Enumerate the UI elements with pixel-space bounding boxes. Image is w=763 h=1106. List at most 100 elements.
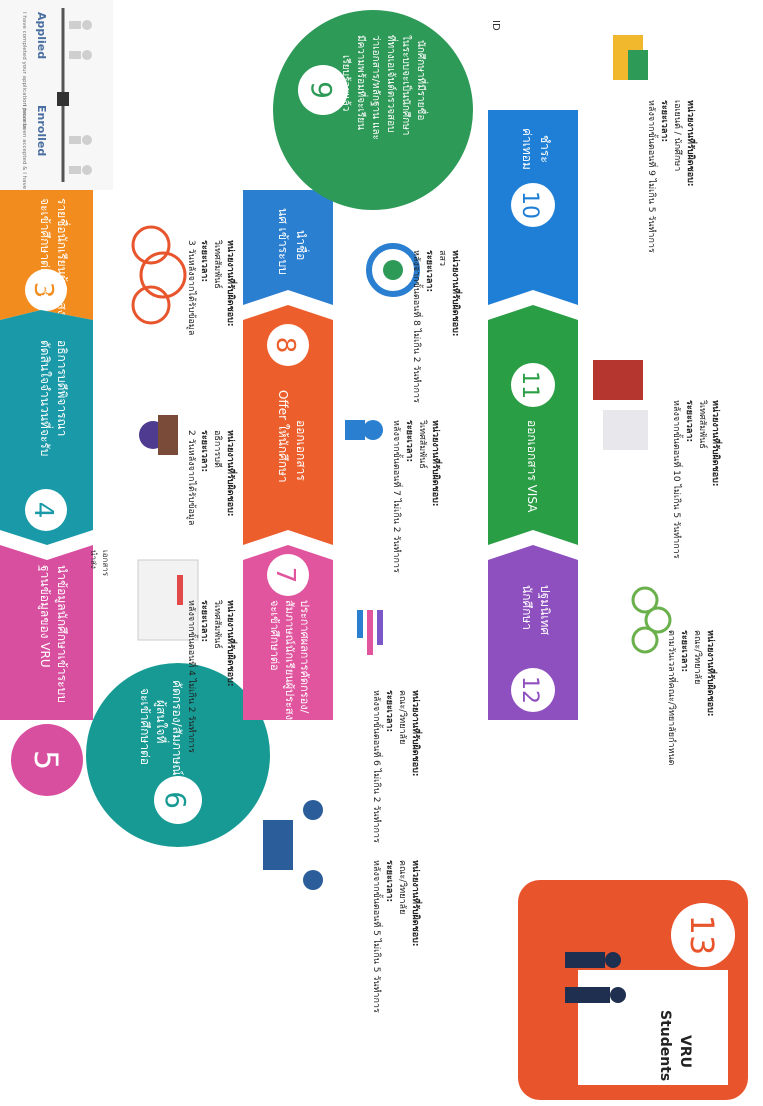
progress-legend: Applied I have completed your applicatio…	[0, 0, 113, 242]
step-9-info: หน่วยงานที่รับผิดชอบ: สสว ระยะเวลา: หลัง…	[411, 250, 463, 403]
step-3-info: หน่วยงานที่รับผิดชอบ: วิเทศสัมพันธ์ ระยะ…	[186, 240, 238, 335]
svg-text:ระยะเวลา:: ระยะเวลา:	[404, 420, 414, 462]
step-10-icon	[613, 35, 648, 80]
svg-text:หน่วยงานที่รับผิดชอบ:: หน่วยงานที่รับผิดชอบ:	[430, 420, 443, 506]
step-4-title-line2: ตัดสินใจจำนวนที่จะรับ	[38, 340, 54, 456]
step-5: นำข้อมูลนักศึกษาเข้าระบบ ฐานข้อมูลของ VR…	[0, 545, 93, 720]
step-9-circle-line5: มีความพร้อมที่จะเรียน	[355, 35, 369, 130]
svg-text:คณะ/วิทยาลัย: คณะ/วิทยาลัย	[692, 630, 703, 684]
step-9-title-line2: นศ เข้าระบบ	[276, 208, 290, 275]
step-10-info: หน่วยงานที่รับผิดชอบ: เอเยนต์ / นักศึกษา…	[646, 100, 698, 253]
applied-desc: I have completed your application proces…	[21, 12, 27, 129]
svg-text:วิเทศสัมพันธ์: วิเทศสัมพันธ์	[417, 420, 429, 469]
svg-text:สสว: สสว	[437, 250, 447, 266]
step-8: 8 ออกเอกสาร Offer ให้นักศึกษา	[243, 305, 333, 545]
step-9-circle-line2: ในระบบจะเป็นนักศึกษา	[400, 35, 414, 136]
step-8-number: 8	[270, 337, 300, 354]
svg-text:หลังจากขั้นตอนที่ 10 ไม่เกิน: หลังจากขั้นตอนที่ 10 ไม่เกิน 5 วันทำการ	[671, 400, 684, 559]
step-12-title-line2: นักศึกษา	[520, 585, 534, 630]
step-5-number: 5	[27, 750, 65, 770]
step-12-title-line1: ปฐมนิเทศ	[538, 585, 552, 635]
students-illustration	[565, 952, 626, 1003]
step-8-title-line2: Offer ให้นักศึกษา	[276, 390, 290, 483]
svg-text:ระยะเวลา:: ระยะเวลา:	[199, 600, 209, 642]
step-6-title-line1: คัดกรอง/สัมภาษณ์	[170, 680, 184, 776]
svg-text:คณะ/วิทยาลัย: คณะ/วิทยาลัย	[397, 690, 408, 744]
step-11-icon	[593, 360, 648, 450]
svg-text:หลังจากขั้นตอนที่ 5 ไม่เกิน 5: หลังจากขั้นตอนที่ 5 ไม่เกิน 5 วันทำการ	[371, 860, 384, 1013]
step-3: 3 รายชื่อนักเรียนผู้ประสงค์ จะเข้าศึกษาต…	[0, 190, 93, 324]
connector-label-top: เอกสาร	[101, 550, 110, 577]
svg-text:หน่วยงานที่รับผิดชอบ:: หน่วยงานที่รับผิดชอบ:	[450, 250, 463, 336]
step-4-info: หน่วยงานที่รับผิดชอบ: อธิการบดี ระยะเวลา…	[186, 430, 238, 525]
svg-text:หน่วยงานที่รับผิดชอบ:: หน่วยงานที่รับผิดชอบ:	[225, 430, 238, 516]
svg-text:ระยะเวลา:: ระยะเวลา:	[199, 240, 209, 282]
step-3-icon	[131, 225, 187, 325]
svg-text:หลังจากขั้นตอนที่ 7 ไม่เกิน 2: หลังจากขั้นตอนที่ 7 ไม่เกิน 2 วันทำการ	[391, 420, 404, 573]
step-9-number: 9	[305, 81, 338, 99]
svg-text:หน่วยงานที่รับผิดชอบ:: หน่วยงานที่รับผิดชอบ:	[410, 860, 423, 946]
svg-text:ระยะเวลา:: ระยะเวลา:	[384, 860, 394, 902]
svg-text:วิเทศสัมพันธ์: วิเทศสัมพันธ์	[212, 240, 224, 289]
step-8-title-line1: ออกเอกสาร	[294, 420, 308, 481]
svg-text:2 วันหลังจากได้รับข้อมูล: 2 วันหลังจากได้รับข้อมูล	[186, 430, 197, 525]
step-4-number: 4	[28, 502, 58, 519]
step-5-icon	[137, 559, 199, 641]
svg-text:ระยะเวลา:: ระยะเวลา:	[659, 100, 669, 142]
step-11-info: หน่วยงานที่รับผิดชอบ: วิเทศสัมพันธ์ ระยะ…	[671, 400, 723, 559]
step-6-info: หน่วยงานที่รับผิดชอบ: คณะ/วิทยาลัย ระยะเ…	[371, 860, 423, 1013]
svg-text:ระยะเวลา:: ระยะเวลา:	[384, 690, 394, 732]
step-9: นำชื่อ นศ เข้าระบบ	[243, 190, 333, 305]
step-6-number: 6	[159, 791, 192, 809]
step-13-number: 13	[683, 915, 721, 956]
step-3-number: 3	[28, 282, 58, 299]
step-12-icon	[631, 586, 672, 654]
step-3-title-line2: จะเข้าศึกษาต่อวิเศษ	[38, 198, 52, 302]
svg-text:หน่วยงานที่รับผิดชอบ:: หน่วยงานที่รับผิดชอบ:	[685, 100, 698, 186]
svg-text:หน่วยงานที่รับผิดชอบ:: หน่วยงานที่รับผิดชอบ:	[225, 600, 238, 686]
step-10-title-line1: ชำระ	[538, 135, 552, 163]
svg-text:หลังจากขั้นตอนที่ 8 ไม่เกิน 2: หลังจากขั้นตอนที่ 8 ไม่เกิน 2 วันทำการ	[411, 250, 424, 403]
step-11: 11 ออกเอกสาร VISA	[488, 305, 578, 545]
step-3-title-line1: รายชื่อนักเรียนผู้ประสงค์	[54, 198, 71, 324]
step-9-circle-line3: ที่ทางเอเจ้นต์ตรวจสอบ	[385, 35, 399, 133]
final-line2: Students	[657, 1010, 673, 1081]
step-7-info: หน่วยงานที่รับผิดชอบ: คณะ/วิทยาลัย ระยะเ…	[371, 690, 423, 843]
svg-text:ระยะเวลา:: ระยะเวลา:	[684, 400, 694, 442]
svg-text:เอเยนต์ / นักศึกษา: เอเยนต์ / นักศึกษา	[672, 100, 684, 171]
step-12: 12 ปฐมนิเทศ นักศึกษา	[488, 545, 578, 720]
step-9-circle: 9 นักศึกษาที่มีรายชื่อ ในระบบจะเป็นนักศึ…	[273, 10, 473, 210]
step-12-info: หน่วยงานที่รับผิดชอบ: คณะ/วิทยาลัย ระยะเ…	[666, 630, 718, 766]
step-6-icon	[263, 800, 323, 890]
step-6-title-line3: จะเข้าศึกษาต่อ	[138, 688, 152, 765]
step-7-title-line2: สัมภาษณ์นักเรียนผู้ประสงค์	[283, 600, 296, 727]
step-8-icon	[345, 420, 383, 440]
svg-text:หลังจากขั้นตอนที่ 6 ไม่เกิน 2: หลังจากขั้นตอนที่ 6 ไม่เกิน 2 วันทำการ	[371, 690, 384, 843]
step-13-card: 13 VRU Students	[518, 880, 748, 1100]
svg-text:หน่วยงานที่รับผิดชอบ:: หน่วยงานที่รับผิดชอบ:	[705, 630, 718, 716]
connector-label-bottom: นำส่ง	[89, 550, 98, 569]
svg-text:ระยะเวลา:: ระยะเวลา:	[424, 250, 434, 292]
step-7-title-line3: จะเข้าศึกษาต่อ	[268, 600, 281, 671]
step-7-number: 7	[270, 567, 300, 584]
step-4: 4 อธิการบดีพิจารณา ตัดสินใจจำนวนที่จะรับ	[0, 310, 93, 545]
page-number: ID	[490, 20, 501, 31]
svg-text:หน่วยงานที่รับผิดชอบ:: หน่วยงานที่รับผิดชอบ:	[710, 400, 723, 486]
step-7: 7 ประกาศผลการคัดกรอง/ สัมภาษณ์นักเรียนผู…	[243, 545, 333, 727]
svg-text:หลังจากขั้นตอนที่ 4 ไม่เกิน 2: หลังจากขั้นตอนที่ 4 ไม่เกิน 2 วันทำการ	[186, 600, 199, 753]
step-4-icon	[139, 415, 178, 455]
enrolled-desc: I have been accepted & I have arrived on…	[21, 105, 27, 242]
step-9-circle-line1: นักศึกษาที่มีรายชื่อ	[415, 40, 429, 120]
step-10-number: 10	[517, 191, 542, 219]
step-6-title-line2: ผู้สนใจที่	[153, 700, 170, 743]
step-9-icon	[366, 243, 420, 297]
step-9-circle-line6: เรียบร้อยแล้ว	[340, 55, 352, 111]
svg-text:ระยะเวลา:: ระยะเวลา:	[679, 630, 689, 672]
info-blocks: หน่วยงานที่รับผิดชอบ: วิเทศสัมพันธ์ ระยะ…	[186, 100, 723, 1013]
svg-text:วิเทศสัมพันธ์: วิเทศสัมพันธ์	[212, 600, 224, 649]
step-9-title-line1: นำชื่อ	[294, 230, 310, 260]
step-5-info: หน่วยงานที่รับผิดชอบ: วิเทศสัมพันธ์ ระยะ…	[186, 600, 238, 753]
step-6: 6 คัดกรอง/สัมภาษณ์ ผู้สนใจที่ จะเข้าศึกษ…	[86, 663, 270, 847]
